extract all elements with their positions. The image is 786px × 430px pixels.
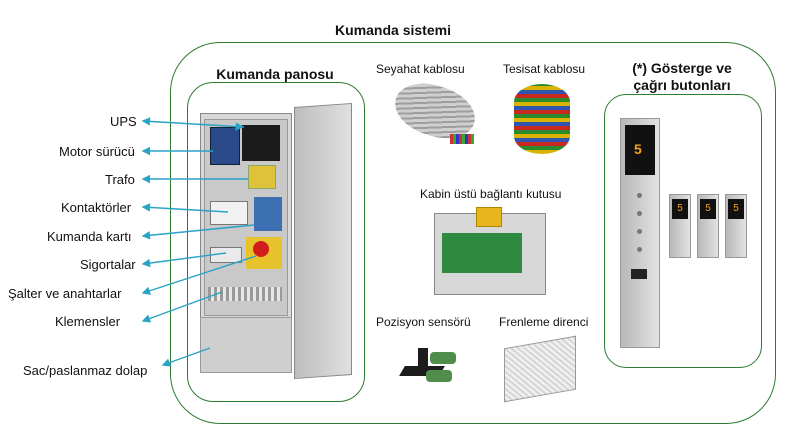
caption-car-top-box: Kabin üstü bağlantı kutusu [420,187,562,201]
arrow-switches [141,255,257,295]
call-button-panel-3: 5 [725,194,747,258]
label-motor-drive: Motor sürücü [59,144,135,159]
cabinet-base [200,317,292,373]
control-card [254,197,282,231]
label-transformer: Trafo [105,172,135,187]
indicator-title-line1: (*) Gösterge ve [632,60,732,76]
car-top-box-image [430,205,546,295]
arrow-contactors [141,203,229,213]
system-title: Kumanda sistemi [335,22,451,38]
panel-title: Kumanda panosu [216,66,334,82]
cabinet-illustration [198,102,364,380]
label-cabinet: Sac/paslanmaz dolap [23,363,148,378]
installation-cable-image [510,80,576,158]
arrow-fuses [141,252,227,268]
caption-position-sensor: Pozisyon sensörü [376,315,471,329]
call-button-panel-1: 5 [669,194,691,258]
arrow-control-card [141,224,255,240]
emergency-stop [253,241,269,257]
brake-resistor-image [500,335,578,403]
contactors-unit [210,201,248,225]
caption-travel-cable: Seyahat kablosu [376,62,465,76]
position-sensor-image [394,336,464,392]
indicator-title-line2: çağrı butonları [633,77,731,93]
label-terminals: Klemensler [55,314,121,329]
indicator-frame [604,94,762,368]
travel-cable-image [388,74,482,152]
label-contactors: Kontaktörler [61,200,132,215]
arrow-ups [141,117,245,131]
panel-frame [187,82,365,402]
caption-brake-resistor: Frenleme direnci [499,315,589,329]
arrow-terminals [141,291,223,323]
ups-unit [210,127,240,165]
label-switches: Şalter ve anahtarlar [8,286,122,301]
call-button-panel-2: 5 [697,194,719,258]
transformer-unit [248,165,276,189]
label-control-card: Kumanda kartı [47,229,132,244]
terminals-unit [208,287,282,301]
motor-drive-unit [242,125,280,161]
label-fuses: Sigortalar [80,257,136,272]
arrow-cabinet [161,347,211,367]
label-ups: UPS [110,114,137,129]
indicator-title: (*) Gösterge ve çağrı butonları [604,60,760,94]
caption-installation-cable: Tesisat kablosu [503,62,586,76]
main-indicator-panel: 5 [620,118,660,348]
